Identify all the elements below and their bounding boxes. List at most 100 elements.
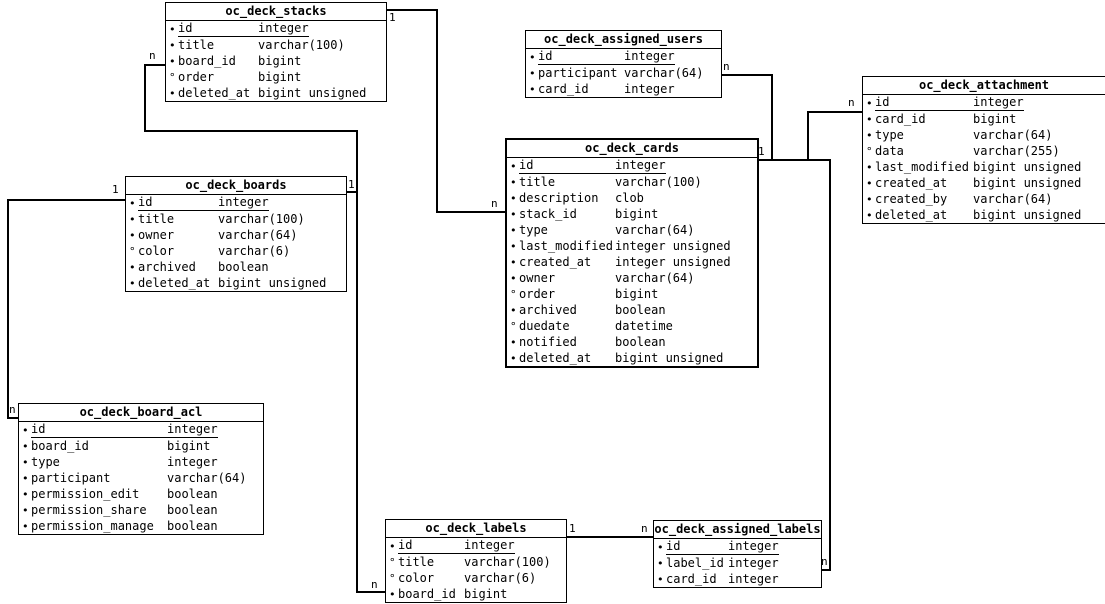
- field-type: boolean: [615, 302, 666, 317]
- relationship-oc_deck_boards--oc_deck_labels: [345, 191, 385, 593]
- field-name: permission_share: [31, 502, 147, 517]
- field-name: stack_id: [519, 206, 577, 221]
- relationship-oc_deck_boards--oc_deck_board_acl: [7, 199, 125, 419]
- field-type: bigint: [167, 438, 211, 453]
- field-type: integer: [624, 49, 675, 63]
- primary-key-field: id integer: [538, 49, 675, 65]
- nullable-bullet-icon: °: [866, 144, 873, 158]
- notnull-bullet-icon: •: [129, 196, 136, 210]
- field-name: participant: [538, 65, 618, 80]
- field-type: varchar(100): [464, 554, 551, 569]
- field-type: integer unsigned: [615, 238, 731, 253]
- field-name: duedate: [519, 318, 570, 333]
- field-name: archived: [138, 259, 196, 274]
- table-title: oc_deck_assigned_labels: [654, 521, 821, 539]
- field-name: color: [138, 243, 175, 258]
- field-name: id: [538, 49, 553, 63]
- field-type: varchar(100): [258, 37, 345, 52]
- field-type: datetime: [615, 318, 673, 333]
- field-name: participant: [31, 470, 111, 485]
- notnull-bullet-icon: •: [22, 471, 29, 485]
- field-type: bigint unsigned: [218, 275, 327, 290]
- field-name: deleted_at: [519, 350, 592, 365]
- field-type: varchar(64): [973, 191, 1053, 206]
- field-type: boolean: [167, 486, 218, 501]
- field-name: id: [519, 158, 534, 172]
- table-title: oc_deck_cards: [507, 140, 757, 158]
- field-name: id: [666, 539, 681, 553]
- field-name: type: [519, 222, 548, 237]
- field-name: archived: [519, 302, 577, 317]
- field-type: bigint unsigned: [973, 207, 1082, 222]
- notnull-bullet-icon: •: [510, 175, 517, 189]
- field-name: id: [178, 21, 193, 35]
- field-name: description: [519, 190, 599, 205]
- notnull-bullet-icon: •: [510, 303, 517, 317]
- field-name: title: [138, 211, 175, 226]
- field-name: created_at: [519, 254, 592, 269]
- notnull-bullet-icon: •: [657, 572, 664, 586]
- field-name: order: [178, 69, 215, 84]
- field-name: card_id: [875, 111, 926, 126]
- notnull-bullet-icon: •: [22, 519, 29, 533]
- field-name: data: [875, 143, 904, 158]
- notnull-bullet-icon: •: [866, 176, 873, 190]
- notnull-bullet-icon: •: [510, 239, 517, 253]
- notnull-bullet-icon: •: [510, 271, 517, 285]
- field-name: owner: [138, 227, 175, 242]
- field-name: id: [138, 195, 153, 209]
- field-type: varchar(64): [167, 470, 247, 485]
- field-name: deleted_at: [875, 207, 948, 222]
- notnull-bullet-icon: •: [510, 159, 517, 173]
- table-title: oc_deck_stacks: [166, 3, 386, 21]
- field-type: integer: [973, 95, 1024, 109]
- nullable-bullet-icon: °: [389, 555, 396, 569]
- notnull-bullet-icon: •: [510, 351, 517, 365]
- notnull-bullet-icon: •: [657, 540, 664, 554]
- field-name: id: [31, 422, 46, 436]
- notnull-bullet-icon: •: [866, 112, 873, 126]
- field-name: type: [31, 454, 60, 469]
- field-name: card_id: [538, 81, 589, 96]
- nullable-bullet-icon: °: [129, 244, 136, 258]
- notnull-bullet-icon: •: [866, 192, 873, 206]
- notnull-bullet-icon: •: [129, 260, 136, 274]
